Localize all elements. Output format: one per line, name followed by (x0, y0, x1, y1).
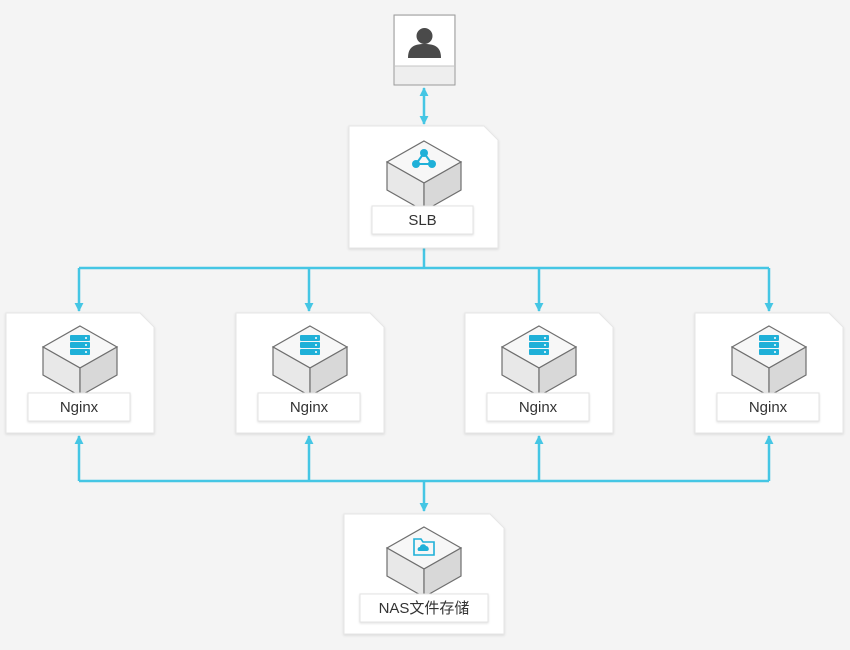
nginx-node-1[interactable]: Nginx (5, 312, 155, 434)
user-node[interactable] (393, 14, 456, 86)
cube (500, 325, 578, 398)
user-icon (408, 28, 441, 58)
nginx-label-2: Nginx (290, 399, 329, 416)
cloud-folder-icon (413, 538, 435, 556)
slb-label: SLB (408, 212, 436, 229)
node-label-box: Nginx (486, 392, 590, 422)
nginx-node-2[interactable]: Nginx (235, 312, 385, 434)
node-label-box: NAS文件存储 (359, 593, 489, 623)
slb-node[interactable]: SLB (348, 125, 499, 249)
nginx-label-1: Nginx (60, 399, 99, 416)
cube (41, 325, 119, 398)
nginx-label-3: Nginx (519, 399, 558, 416)
nas-node[interactable]: NAS文件存储 (343, 513, 505, 635)
network-topology-icon (412, 149, 436, 168)
cube (730, 325, 808, 398)
nginx-label-4: Nginx (749, 399, 788, 416)
server-stack-icon (300, 335, 320, 355)
cube (385, 140, 463, 213)
nginx-node-4[interactable]: Nginx (694, 312, 844, 434)
connectors (74, 87, 774, 512)
server-stack-icon (70, 335, 90, 355)
server-stack-icon (759, 335, 779, 355)
nginx-node-3[interactable]: Nginx (464, 312, 614, 434)
node-label-box: Nginx (27, 392, 131, 422)
server-stack-icon (529, 335, 549, 355)
nas-label: NAS文件存储 (379, 600, 470, 617)
node-label-box: Nginx (716, 392, 820, 422)
node-label-box: Nginx (257, 392, 361, 422)
node-label-box: SLB (371, 205, 474, 235)
